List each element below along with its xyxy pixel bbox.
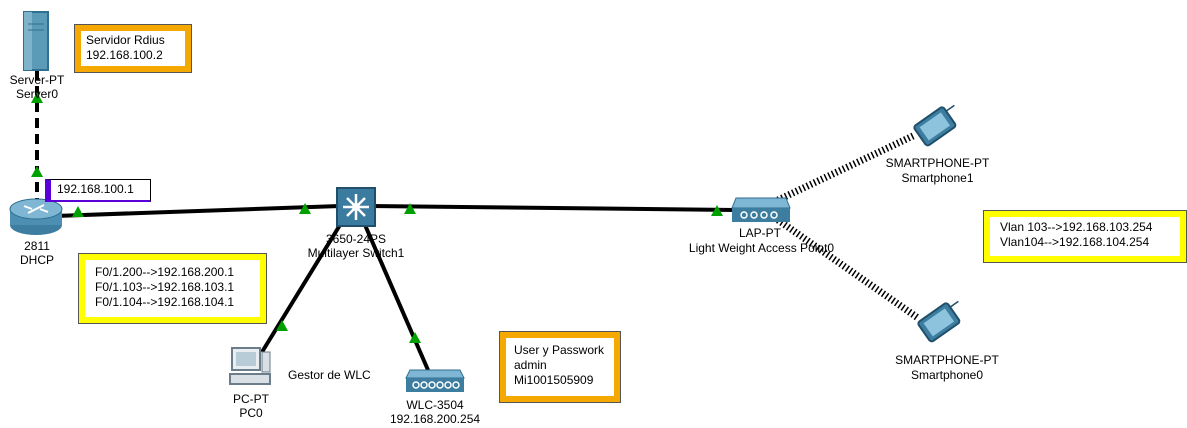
phone0-model-label: SMARTPHONE-PT — [895, 353, 999, 367]
router-icon[interactable] — [8, 195, 64, 237]
note-line: F0/1.103-->192.168.103.1 — [95, 280, 235, 294]
pc-model-label: PC-PT — [233, 392, 269, 406]
server-name-label: Server0 — [15, 87, 59, 101]
switch-name-label: Multilayer Switch1 — [307, 246, 405, 260]
note-line: Vlan 103-->192.168.103.254 — [1000, 220, 1153, 234]
link-switch-wlc[interactable] — [363, 224, 430, 371]
switch-model-label: 3650-24PS — [325, 232, 387, 246]
note-line: Servidor Rdius — [86, 33, 165, 47]
wireless-link-phone0 — [775, 217, 921, 321]
link-up-triangle — [404, 203, 416, 214]
wlc-name-label: 192.168.200.254 — [389, 412, 481, 426]
phone1-name-label: Smartphone1 — [901, 171, 974, 185]
pc-name-label: PC0 — [239, 406, 263, 420]
link-up-triangle — [276, 320, 288, 331]
link-switch-pc[interactable] — [260, 223, 342, 354]
smartphone-icon[interactable] — [910, 296, 972, 348]
credentials-note[interactable]: User y Passwork admin Mi1001505909 — [499, 331, 621, 403]
router-name-label: DHCP — [19, 253, 54, 267]
ap-name-label: Light Weight Access Point0 — [688, 241, 835, 255]
note-line: Vlan104-->192.168.104.254 — [1000, 235, 1150, 249]
router-ip-note[interactable]: 192.168.100.1 — [45, 179, 151, 202]
server-icon[interactable] — [22, 10, 50, 72]
vlans-note[interactable]: Vlan 103-->192.168.103.254 Vlan104-->192… — [983, 210, 1187, 263]
note-line: 192.168.100.1 — [57, 182, 134, 196]
link-router-switch[interactable] — [54, 204, 341, 218]
link-up-triangle — [31, 166, 43, 177]
access-point-icon[interactable] — [730, 196, 792, 224]
wlc-model-label: WLC-3504 — [406, 398, 464, 412]
server-model-label: Server-PT — [9, 73, 65, 87]
pc-annotation: Gestor de WLC — [288, 368, 371, 382]
note-line: User y Passwork — [514, 343, 605, 357]
link-up-triangle — [711, 205, 723, 216]
link-up-triangle — [72, 206, 84, 217]
phone1-model-label: SMARTPHONE-PT — [885, 156, 990, 170]
note-line: F0/1.104-->192.168.104.1 — [95, 295, 235, 309]
wireless-link-phone1 — [776, 131, 917, 204]
router-model-label: 2811 — [24, 239, 50, 253]
link-up-triangle — [409, 332, 421, 343]
note-line: admin — [514, 358, 547, 372]
radius-server-note[interactable]: Servidor Rdius 192.168.100.2 — [74, 24, 192, 73]
pc-icon[interactable] — [228, 346, 274, 388]
subinterfaces-note[interactable]: F0/1.200-->192.168.200.1 F0/1.103-->192.… — [78, 253, 267, 324]
note-line: F0/1.200-->192.168.200.1 — [95, 265, 235, 279]
link-switch-ap[interactable] — [369, 204, 736, 212]
link-up-triangle — [299, 203, 311, 214]
link-up-triangle — [31, 92, 43, 103]
multilayer-switch-icon[interactable] — [335, 186, 377, 228]
phone0-name-label: Smartphone0 — [910, 368, 984, 382]
note-line: Mi1001505909 — [514, 373, 594, 387]
wlc-icon[interactable] — [404, 368, 466, 394]
link-up-indicators — [31, 92, 723, 343]
note-line: 192.168.100.2 — [86, 48, 163, 62]
smartphone-icon[interactable] — [906, 100, 968, 152]
ap-model-label: LAP-PT — [738, 226, 781, 240]
